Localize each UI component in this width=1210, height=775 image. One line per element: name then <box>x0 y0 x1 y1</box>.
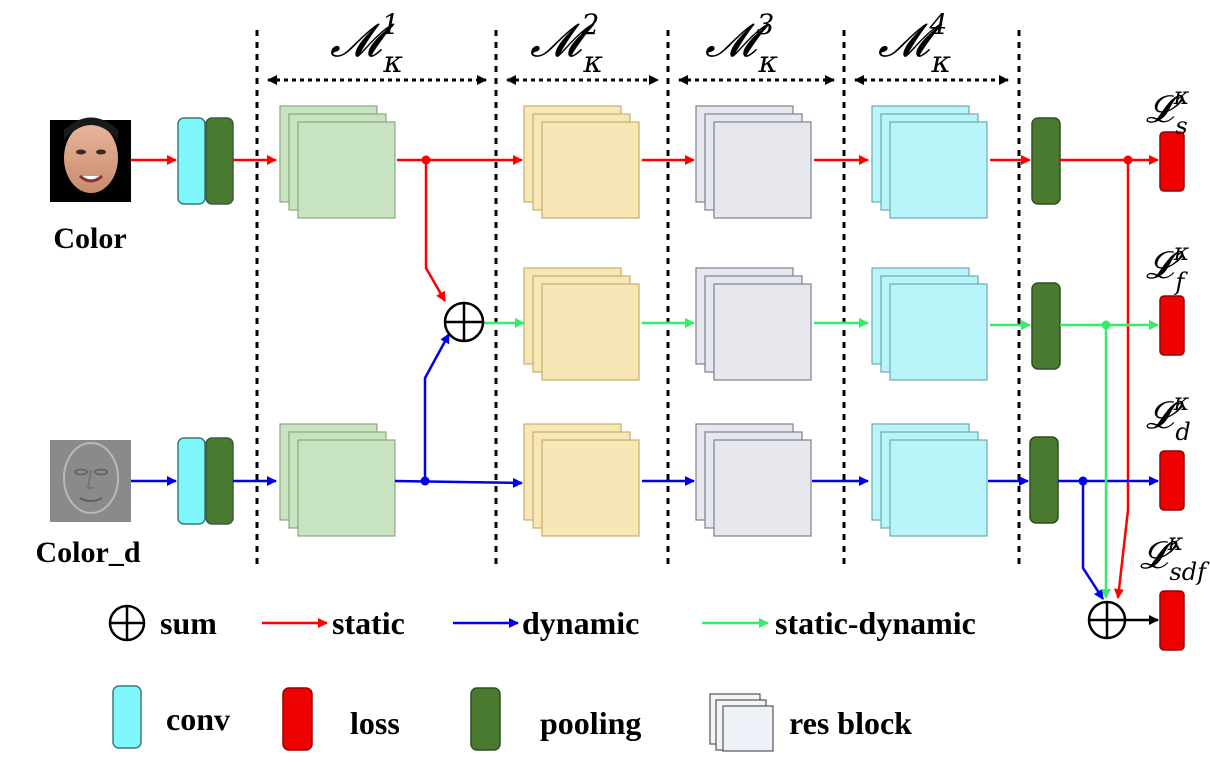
res-block-stack <box>279 105 396 219</box>
res-block-stack <box>279 423 396 537</box>
res-block-stack <box>523 105 640 219</box>
res-block-layer <box>889 121 988 219</box>
res-block-stack <box>523 267 640 381</box>
legend-row-1: sum static dynamic static-dynamic <box>108 604 976 642</box>
legend-dynamic-label: dynamic <box>522 605 639 641</box>
stage-dividers <box>255 30 1021 565</box>
pooling-icon <box>470 687 501 751</box>
pooling-block <box>1031 117 1061 205</box>
dynamic-junctions <box>420 476 1088 486</box>
res-block-stack <box>695 267 812 381</box>
color-d-face-image <box>50 440 131 522</box>
final-pooling-blocks <box>1029 117 1061 524</box>
legend-row-2: conv loss pooling res block <box>112 685 912 752</box>
input-label-color-d: Color_d <box>36 536 141 569</box>
input-label-color: Color <box>53 222 126 255</box>
legend-conv-label: conv <box>166 701 230 737</box>
loss-icon <box>282 687 313 751</box>
res-block-layer <box>713 439 812 537</box>
res-block-layer <box>297 439 396 537</box>
dynamic-flow <box>131 333 1159 600</box>
loss-block-sdf <box>1159 590 1185 651</box>
stem-blocks <box>177 117 234 525</box>
loss-block-s <box>1159 131 1185 192</box>
sum-icon <box>108 604 146 642</box>
res-block-layer <box>541 439 640 537</box>
res-block-stack <box>871 423 988 537</box>
loss-blocks <box>1159 131 1185 651</box>
res-block-stack <box>695 423 812 537</box>
res-block-layer <box>713 121 812 219</box>
res-block-stack <box>871 267 988 381</box>
color-face-image <box>50 117 131 202</box>
res-block-layer <box>297 121 396 219</box>
legend-sum-label: sum <box>160 605 217 641</box>
res-block-stack <box>871 105 988 219</box>
pooling-block <box>1029 436 1059 524</box>
res-block-icon <box>709 693 774 752</box>
static-dynamic-flow <box>484 318 1159 599</box>
loss-block-d <box>1159 450 1185 511</box>
static-flow <box>131 155 1159 599</box>
res-block-stack <box>523 423 640 537</box>
res-block-layer <box>889 439 988 537</box>
res-block-stack <box>695 105 812 219</box>
legend-static-label: static <box>332 605 405 641</box>
legend-loss-label: loss <box>350 705 400 741</box>
sum-node-fusion <box>443 301 485 343</box>
static-junctions <box>421 155 1133 165</box>
pooling-block <box>205 117 234 205</box>
conv-block <box>177 117 206 205</box>
loss-block-f <box>1159 295 1185 356</box>
static-dynamic-junctions <box>1101 320 1111 330</box>
sum-node-final <box>1087 600 1127 640</box>
legend-pooling-label: pooling <box>540 705 641 741</box>
pooling-block <box>1031 282 1061 370</box>
res-block-layer <box>713 283 812 381</box>
legend-static-dynamic-label: static-dynamic <box>775 605 976 641</box>
res-block-layer <box>889 283 988 381</box>
res-block-layer <box>541 283 640 381</box>
res-block-layer <box>541 121 640 219</box>
pooling-block <box>205 437 234 525</box>
conv-block <box>177 437 206 525</box>
conv-icon <box>112 685 142 749</box>
res-block-stacks <box>279 105 988 537</box>
legend-res-block-label: res block <box>789 705 912 741</box>
